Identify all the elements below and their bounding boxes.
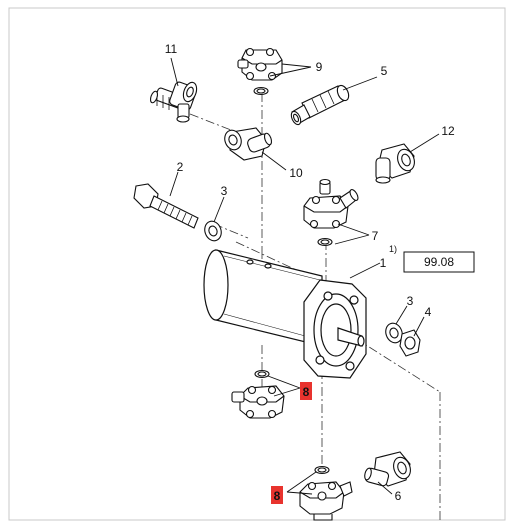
- callout-8-bottom: 8: [274, 489, 281, 503]
- part-8-middle-flange: [231, 369, 285, 419]
- reference-box: [403, 251, 475, 273]
- callout-11: 11: [165, 42, 178, 56]
- frame-border: [8, 7, 506, 521]
- part-9-upper-flange: [237, 47, 283, 96]
- callout-8-middle: 8: [303, 385, 310, 399]
- callout-1: 1: [380, 256, 387, 270]
- part-1-motor-body: [203, 249, 367, 379]
- part-3-upper-washer: [204, 220, 222, 242]
- leader-lines: [169, 57, 440, 495]
- callout-5: 5: [381, 64, 388, 78]
- callout-3-upper: 3: [221, 184, 228, 198]
- part-3-right-washer: [385, 322, 403, 344]
- reference-box-text: 99.08: [424, 255, 454, 269]
- part-4-nut: [399, 329, 421, 357]
- callout-4: 4: [425, 305, 432, 319]
- footnote-marker: 1): [389, 244, 397, 254]
- part-10-elbow: [224, 127, 273, 161]
- part-2-bolt: [133, 183, 199, 229]
- callout-7: 7: [372, 229, 379, 243]
- callout-3-right: 3: [407, 294, 414, 308]
- highlight-part-8-bottom: [271, 486, 283, 504]
- callout-2: 2: [177, 160, 184, 174]
- callout-10: 10: [289, 166, 303, 180]
- part-8-bottom-flange: [299, 465, 353, 521]
- callout-9: 9: [316, 60, 323, 74]
- callout-12: 12: [441, 124, 455, 138]
- part-11-tee-fitting: [149, 81, 198, 123]
- part-6-elbow: [364, 451, 411, 487]
- part-5-hose-fitting: [290, 84, 350, 126]
- highlight-part-8-middle: [300, 382, 312, 400]
- part-12-elbow: [375, 143, 415, 184]
- part-7-right-flange: [303, 178, 359, 247]
- callout-6: 6: [395, 489, 402, 503]
